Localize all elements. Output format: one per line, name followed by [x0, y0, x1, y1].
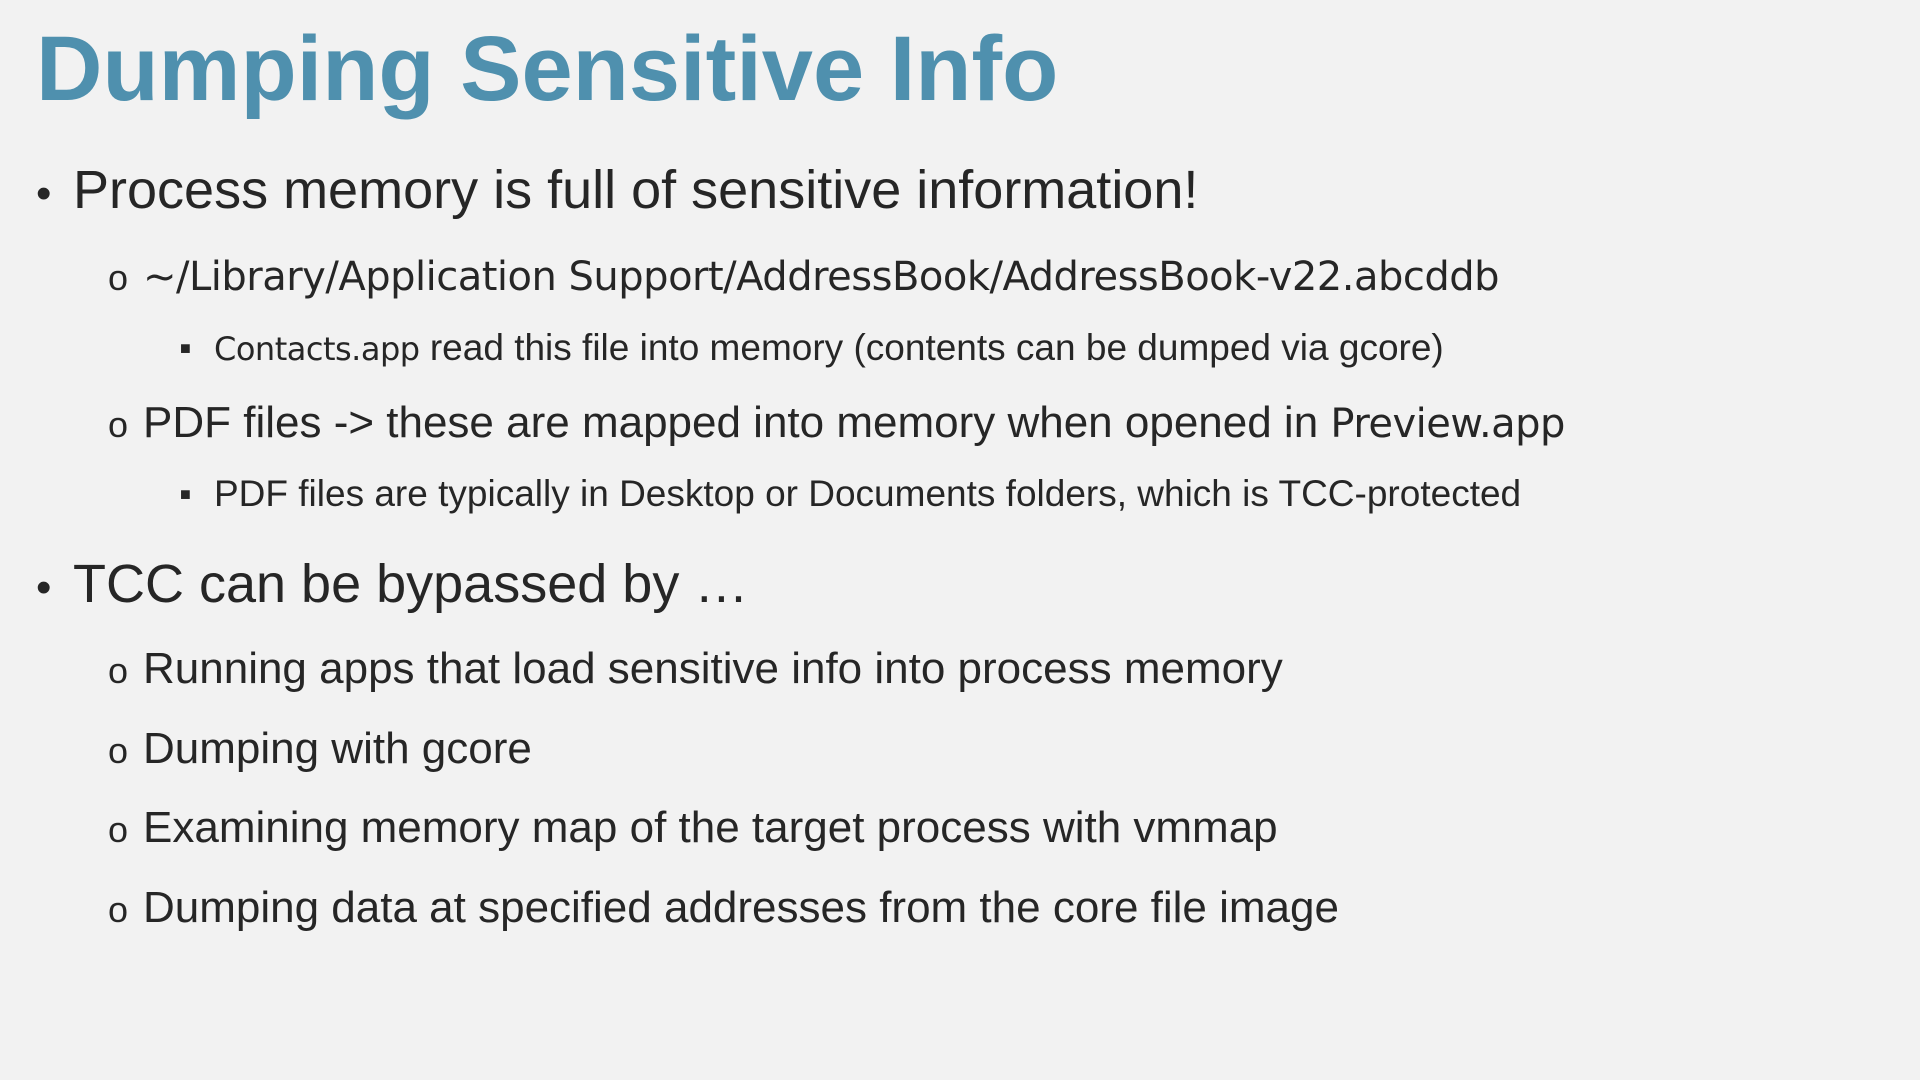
bullet-tcc-bypass: • TCC can be bypassed by …	[36, 552, 748, 616]
bullet-process-memory: • Process memory is full of sensitive in…	[36, 158, 1198, 222]
detail-bullet-contacts: ■ Contacts.app read this file into memor…	[180, 325, 1444, 372]
sub-bullet-text: Examining memory map of the target proce…	[143, 803, 1278, 852]
sub-bullet-text: Running apps that load sensitive info in…	[143, 644, 1283, 693]
sub-bullet-circle-icon: o	[108, 257, 129, 298]
contacts-detail-text: read this file into memory (contents can…	[419, 327, 1444, 368]
sub-bullet-running-apps: o Running apps that load sensitive info …	[108, 642, 1283, 696]
sub-bullet-circle-icon: o	[108, 889, 129, 930]
pdf-files-text: PDF files -> these are mapped into memor…	[143, 396, 1565, 451]
sub-bullet-pdf-files: o PDF files -> these are mapped into mem…	[108, 396, 1565, 451]
preview-app-name: Preview.app	[1330, 401, 1565, 447]
sub-bullet-circle-icon: o	[108, 730, 129, 771]
sub-bullet-text: Dumping data at specified addresses from…	[143, 883, 1339, 932]
detail-bullet-pdf-location: ■ PDF files are typically in Desktop or …	[180, 471, 1521, 517]
contacts-app-name: Contacts.app	[214, 330, 420, 368]
sub-bullet-core-file: o Dumping data at specified addresses fr…	[108, 881, 1339, 935]
sub-bullet-circle-icon: o	[108, 404, 129, 445]
sub-bullet-gcore: o Dumping with gcore	[108, 722, 532, 776]
addressbook-path-text: ~/Library/Application Support/AddressBoo…	[143, 254, 1500, 300]
detail-square-icon: ■	[180, 484, 191, 504]
sub-bullet-circle-icon: o	[108, 650, 129, 691]
sub-bullet-circle-icon: o	[108, 809, 129, 850]
detail-square-icon: ■	[180, 338, 191, 358]
pdf-files-sentence: PDF files -> these are mapped into memor…	[143, 398, 1331, 447]
sub-bullet-text: Dumping with gcore	[143, 724, 532, 773]
bullet-dot-icon: •	[36, 169, 52, 218]
sub-bullet-addressbook-path: o ~/Library/Application Support/AddressB…	[108, 250, 1500, 304]
sub-bullet-vmmap: o Examining memory map of the target pro…	[108, 801, 1278, 855]
bullet-dot-icon: •	[36, 563, 52, 612]
slide-title: Dumping Sensitive Info	[36, 18, 1059, 120]
detail-text: PDF files are typically in Desktop or Do…	[214, 473, 1522, 514]
detail-text: Contacts.app read this file into memory …	[214, 325, 1444, 372]
bullet-text: TCC can be bypassed by …	[73, 554, 749, 614]
bullet-text: Process memory is full of sensitive info…	[73, 160, 1199, 220]
